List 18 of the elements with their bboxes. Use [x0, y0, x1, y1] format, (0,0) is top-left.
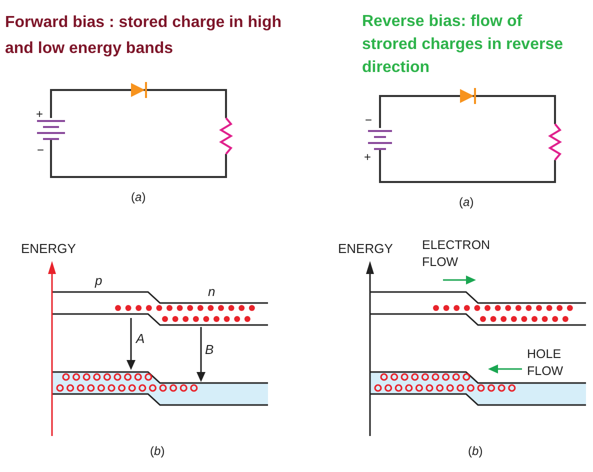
figure-label: (a) [459, 195, 474, 210]
region-label: p [95, 273, 102, 289]
heading: Forward bias : stored charge in high and low energy bands [5, 13, 282, 59]
region-label: n [208, 284, 216, 300]
figure-label: (b) [468, 444, 483, 458]
figure-label: (b) [150, 444, 165, 458]
axis-label: ENERGY [338, 241, 393, 257]
axis-label: ENERGY [21, 241, 76, 257]
heading: Reverse bias: flow of strored charges in reverse direction [362, 12, 564, 78]
flow-label: ELECTRON FLOW [422, 237, 492, 271]
flow-label: HOLE FLOW [527, 346, 564, 380]
transition-label: B [205, 342, 214, 358]
polarity-sign: + [36, 107, 44, 122]
polarity-sign: + [364, 150, 372, 164]
transition-label: A [136, 331, 145, 347]
figure-label: (a) [131, 190, 146, 204]
polarity-sign: − [37, 143, 44, 158]
polarity-sign: − [365, 113, 372, 128]
